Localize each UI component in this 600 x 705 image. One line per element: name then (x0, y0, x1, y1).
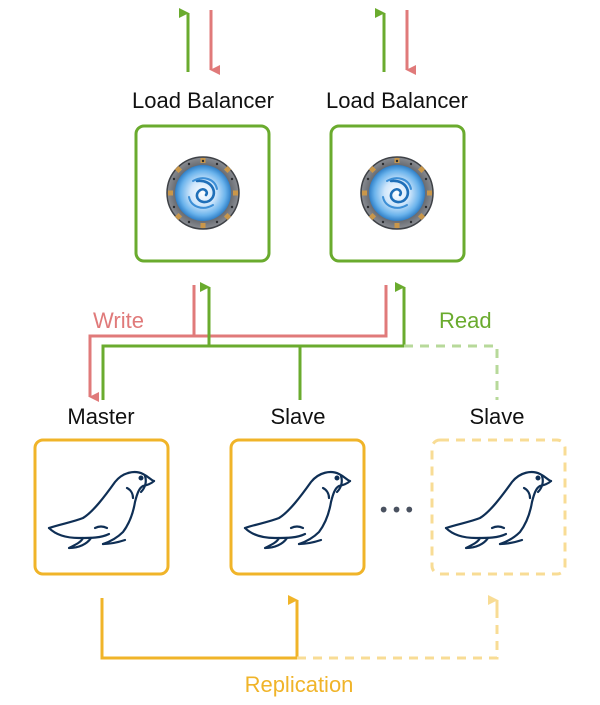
slave-1-box[interactable] (229, 438, 366, 576)
replication-label: Replication (245, 672, 354, 697)
write-connector (88, 285, 388, 396)
master-label: Master (67, 404, 134, 429)
slave-1-label: Slave (270, 404, 325, 429)
replication-connector (100, 598, 299, 660)
read-connector-faded (404, 344, 499, 400)
master-box[interactable] (33, 438, 170, 576)
ellipsis-indicator: ••• (378, 498, 416, 522)
read-connector (101, 292, 406, 400)
replication-connector-faded (297, 612, 499, 660)
portal-icon (165, 155, 241, 231)
load-balancer-2-label: Load Balancer (326, 88, 468, 113)
load-balancer-1-label: Load Balancer (132, 88, 274, 113)
write-label: Write (93, 308, 144, 333)
read-label: Read (439, 308, 492, 333)
slave-2-label: Slave (469, 404, 524, 429)
portal-icon (359, 155, 435, 231)
slave-2-box[interactable] (430, 438, 567, 576)
